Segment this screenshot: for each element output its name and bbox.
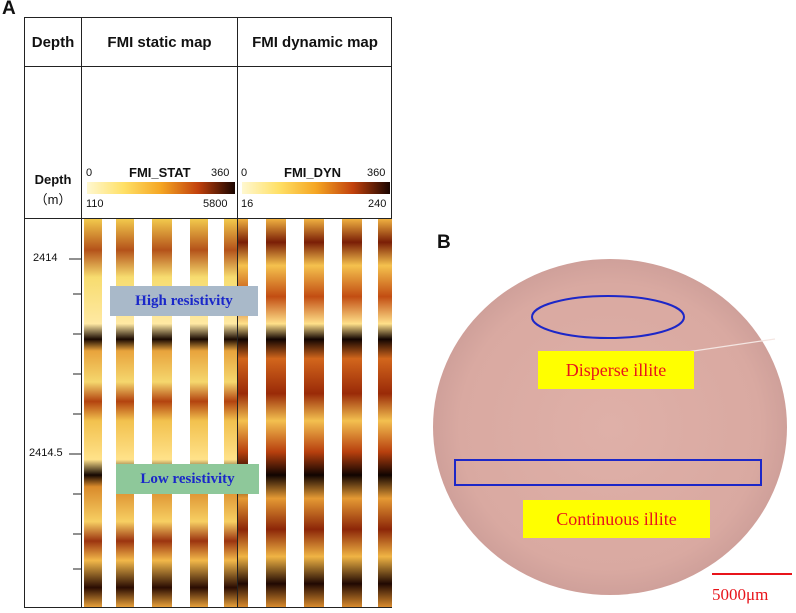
dynamic-scale-name: FMI_DYN — [284, 165, 342, 180]
static-scale-name: FMI_STAT — [129, 165, 191, 180]
low-resistivity-callout: Low resistivity — [116, 464, 259, 494]
static-azimuth-max: 360 — [211, 167, 230, 179]
column-divider — [81, 18, 82, 607]
depth-column-header: Depth — [31, 33, 75, 51]
dynamic-value-min: 16 — [241, 198, 254, 210]
dynamic-image-track — [238, 219, 392, 607]
dynamic-value-max: 240 — [368, 198, 387, 210]
continuous-illite-label: Continuous illite — [523, 500, 710, 538]
fmi-log-table: Depth FMI static map FMI dynamic map Dep… — [24, 17, 392, 608]
continuous-illite-outline — [454, 459, 762, 486]
dynamic-map-header: FMI dynamic map — [252, 33, 378, 51]
static-value-min: 110 — [86, 198, 104, 210]
core-section — [433, 259, 792, 595]
header-divider — [25, 66, 391, 67]
disperse-illite-label: Disperse illite — [538, 351, 694, 389]
high-resistivity-callout: High resistivity — [110, 286, 258, 316]
panel-b-letter: B — [437, 232, 451, 253]
core-disk — [433, 259, 787, 595]
depth-axis-title: Depth — [34, 172, 72, 187]
scale-bar-label: 5000μm — [712, 585, 769, 604]
depth-tick-2414-5: 2414.5 — [29, 447, 63, 459]
panel-a-letter: A — [2, 0, 16, 19]
static-azimuth-min: 0 — [86, 167, 93, 179]
static-image-track — [82, 219, 237, 607]
static-value-max: 5800 — [203, 198, 228, 210]
depth-tick-2414: 2414 — [33, 252, 58, 264]
depth-axis-unit: （m） — [34, 192, 72, 207]
dynamic-color-scale — [242, 182, 390, 194]
static-map-header: FMI static map — [107, 33, 212, 51]
depth-track — [69, 258, 81, 570]
dynamic-azimuth-max: 360 — [367, 167, 386, 179]
dynamic-azimuth-min: 0 — [241, 167, 248, 179]
scale-divider — [25, 218, 391, 219]
core-fracture — [679, 338, 776, 354]
static-color-scale — [87, 182, 235, 194]
disperse-illite-outline — [531, 295, 685, 339]
